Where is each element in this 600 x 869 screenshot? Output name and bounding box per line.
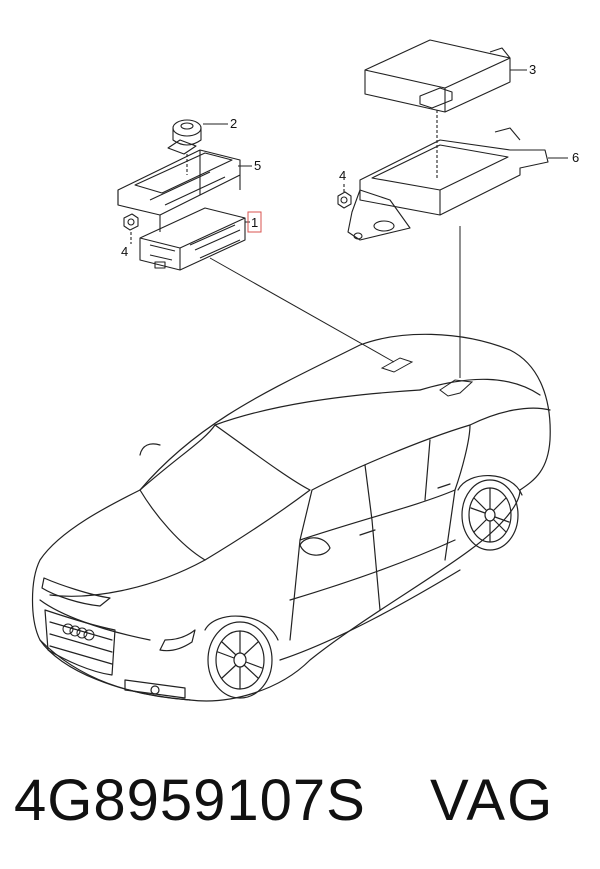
car-illustration (31, 333, 551, 702)
left-callout-leaders (203, 123, 252, 223)
grille (44, 609, 116, 676)
callout-3: 3 (529, 62, 536, 77)
audi-logo (62, 623, 95, 641)
callout-5: 5 (254, 158, 261, 173)
location-leaders (209, 226, 474, 397)
parts-diagram: 1 2 5 4 3 (31, 39, 579, 702)
part-number: 4G8959107S (14, 768, 366, 833)
brand-label: VAG (430, 768, 555, 833)
nut-part-4-right (337, 191, 352, 209)
module-assembly (337, 39, 549, 241)
front-wheel (204, 615, 279, 699)
headlight-right (159, 629, 196, 652)
right-callout-leaders (510, 69, 568, 159)
callout-1-box (247, 211, 262, 233)
location-arrow-right (439, 379, 474, 397)
side-mirror (299, 537, 331, 556)
rear-wheel (457, 475, 523, 551)
callout-6: 6 (572, 150, 579, 165)
sensor-part-2 (167, 119, 202, 155)
callout-4-left: 4 (121, 244, 128, 259)
bracket-part-5 (117, 149, 241, 232)
headlight-left (41, 577, 111, 607)
control-unit-assembly (117, 119, 246, 271)
bracket-part-6 (347, 127, 549, 241)
nut-part-4-left (123, 213, 139, 231)
control-unit-part-1 (139, 207, 246, 271)
location-arrow-left (380, 357, 414, 373)
callout-2: 2 (230, 116, 237, 131)
callout-4-right: 4 (339, 168, 346, 183)
footer: 4G8959107S VAG (0, 756, 600, 856)
module-part-3 (364, 39, 511, 113)
callout-1: 1 (251, 215, 258, 230)
